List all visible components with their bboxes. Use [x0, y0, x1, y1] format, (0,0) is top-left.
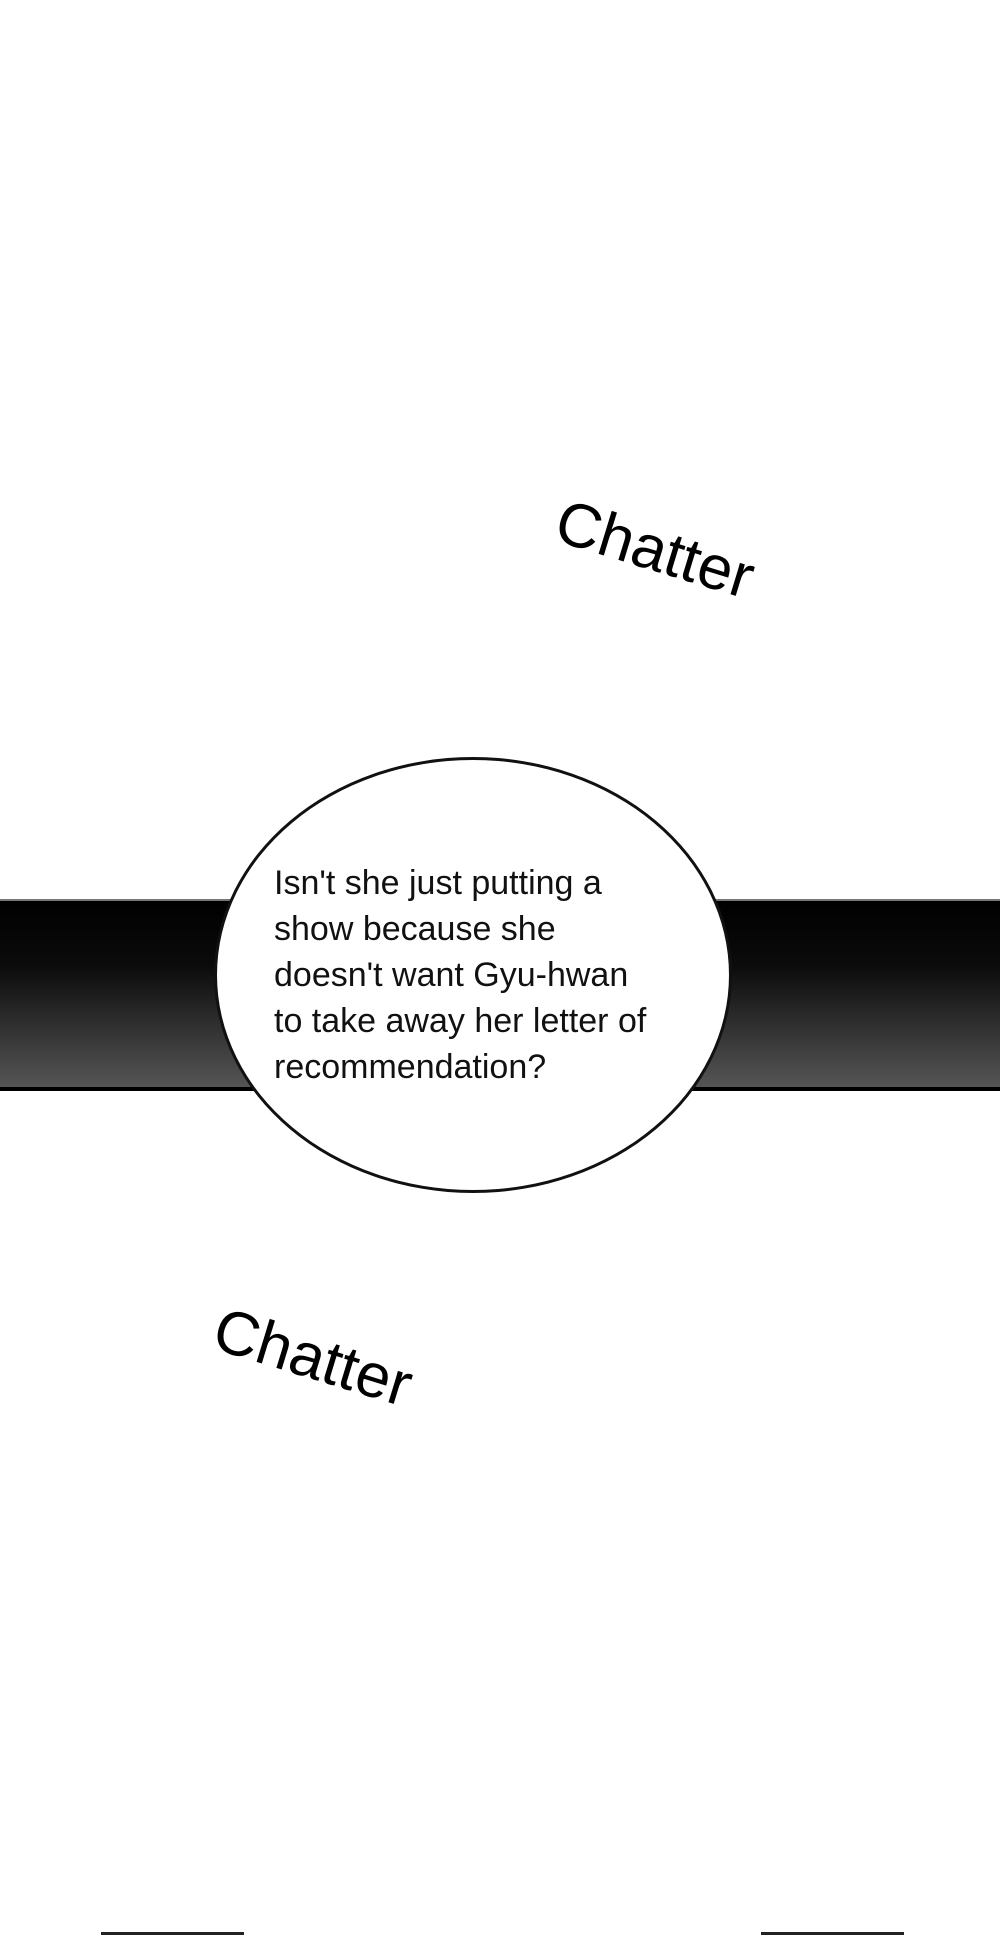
speech-bubble [214, 757, 732, 1193]
speech-line: Isn't she just putting a [274, 864, 602, 902]
speech-line: doesn't want Gyu-hwan [274, 956, 629, 994]
speech-line: to take away her letter of [274, 1002, 647, 1040]
sfx-chatter-bottom: Chatter [205, 1294, 421, 1421]
panel-edge-left [101, 1932, 244, 1935]
speech-line: show because she [274, 910, 556, 948]
speech-bubble-text: Isn't she just putting a show because sh… [274, 860, 714, 1090]
speech-line: recommendation? [274, 1048, 547, 1086]
panel-edge-right [761, 1932, 904, 1935]
sfx-chatter-top: Chatter [547, 486, 763, 613]
